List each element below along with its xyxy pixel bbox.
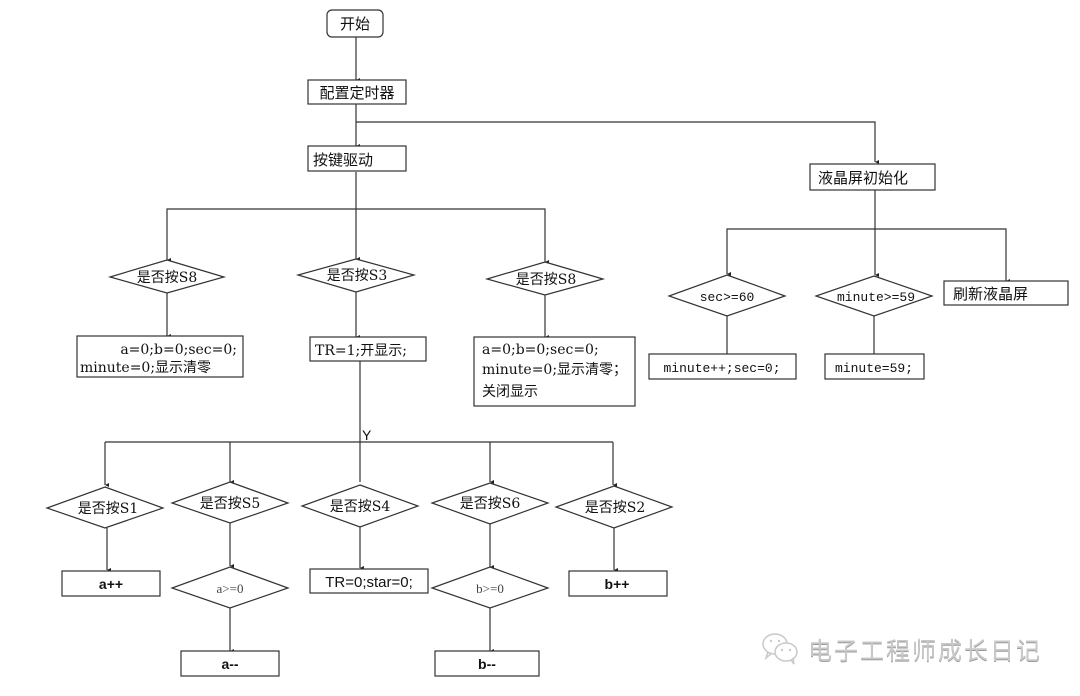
decision-b	[430, 566, 550, 609]
decision-s4	[300, 484, 420, 528]
config-timer-box	[307, 79, 407, 105]
label-q-minute: minute>=59	[837, 290, 915, 305]
label-q-b: b>=0	[476, 581, 504, 596]
decision-s8-left	[107, 259, 227, 294]
b-dec-box	[434, 650, 540, 677]
label-refresh-lcd: 刷新液晶屏	[953, 285, 1028, 303]
decision-s3	[295, 258, 417, 293]
label-tr-on: TR=1;开显示;	[315, 343, 407, 359]
reset-right-box	[473, 336, 636, 407]
wechat-icon	[762, 633, 798, 665]
label-key-driver: 按键驱动	[313, 151, 373, 169]
label-q-s3: 是否按S3	[327, 268, 388, 284]
label-reset-left-1: a=0;b=0;sec=0;	[120, 342, 237, 358]
edge-lcd-refresh	[875, 228, 1010, 283]
tr-on-box	[309, 336, 427, 362]
label-q-s2: 是否按S2	[585, 500, 646, 516]
decision-sec	[667, 274, 787, 317]
tr-off-box	[309, 568, 429, 594]
label-reset-left-2: minute=0;显示清零	[80, 360, 211, 376]
decision-minute	[814, 275, 934, 317]
label-reset-right-1: a=0;b=0;sec=0;	[482, 342, 599, 358]
start-terminal	[326, 9, 384, 38]
label-config-timer: 配置定时器	[319, 84, 394, 102]
label-a-dec: a--	[221, 656, 238, 672]
label-minute-inc: minute++;sec=0;	[663, 361, 780, 376]
decision-s8-right	[484, 261, 606, 296]
label-a-inc: a++	[99, 576, 123, 592]
reset-left-box	[76, 335, 244, 378]
label-b-inc: b++	[605, 576, 630, 592]
label-q-s6: 是否按S6	[460, 496, 521, 512]
watermark: 电子工程师成长日记	[760, 628, 1042, 668]
label-q-a: a>=0	[217, 581, 244, 596]
a-dec-box	[180, 650, 280, 677]
lcd-init-box	[809, 163, 936, 191]
decision-a	[170, 566, 290, 609]
label-q-s8-left: 是否按S8	[137, 270, 198, 286]
decision-s5	[170, 481, 290, 524]
label-minute-set: minute=59;	[835, 361, 913, 376]
b-inc-box	[568, 570, 668, 597]
label-q-s5: 是否按S5	[200, 496, 261, 512]
label-q-s4: 是否按S4	[330, 499, 391, 515]
edge-key-s8-right	[356, 208, 549, 264]
decision-s2	[554, 485, 674, 529]
label-q-sec: sec>=60	[700, 290, 755, 305]
minute-set-box	[824, 353, 925, 380]
connectors	[104, 37, 1010, 653]
label-lcd-init: 液晶屏初始化	[818, 169, 908, 187]
edge-lcd-sec	[726, 228, 875, 276]
label-reset-right-3: 关闭显示	[482, 384, 538, 400]
decision-s1	[45, 486, 165, 529]
label-start: 开始	[340, 15, 370, 33]
edge-key-s8-left	[166, 208, 356, 262]
refresh-lcd-box	[943, 280, 1069, 306]
label-yes: Y	[362, 427, 372, 443]
label-q-s8-right: 是否按S8	[516, 272, 577, 288]
label-q-s1: 是否按S1	[78, 501, 139, 517]
shapes	[45, 9, 1069, 677]
minute-inc-box	[648, 353, 797, 380]
edge-config-lcd	[356, 121, 879, 164]
label-reset-right-2: minute=0;显示清零；	[482, 362, 627, 378]
a-inc-box	[61, 570, 161, 597]
label-b-dec: b--	[478, 656, 496, 672]
labels: 开始 配置定时器 按键驱动 液晶屏初始化 是否按S8 是否按S3 是否按S8 a…	[78, 15, 1028, 672]
watermark-text: 电子工程师成长日记	[808, 636, 1042, 665]
decision-s6	[430, 482, 550, 525]
label-tr-off: TR=0;star=0;	[325, 574, 413, 591]
key-driver-box	[307, 145, 407, 172]
